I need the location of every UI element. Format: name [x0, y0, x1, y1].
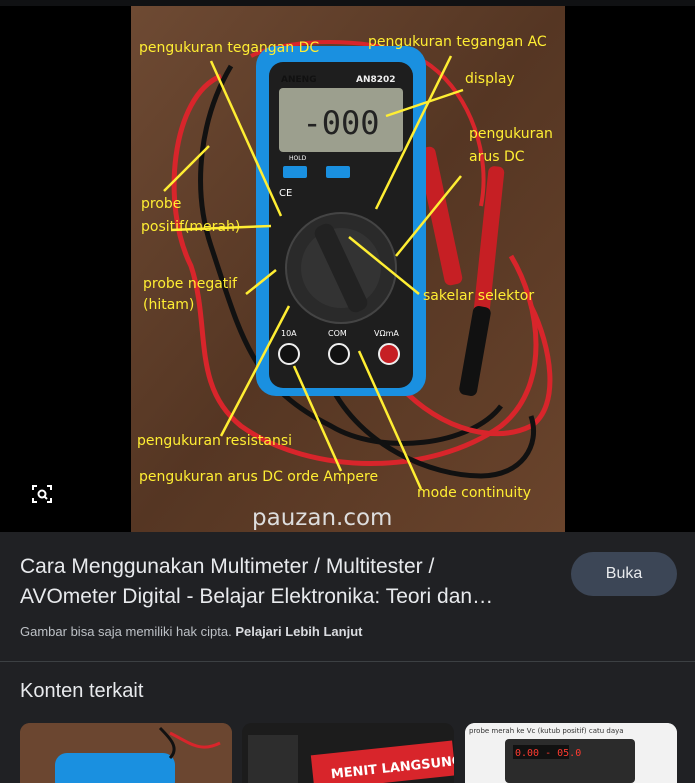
port-vma: VΩmA [374, 329, 399, 338]
multimeter-illustration: -000 ANENG AN8202 HOLD CE 10A COM VΩmA [131, 6, 565, 532]
label-probe-positive-2: positif(merah) [141, 219, 240, 235]
related-thumbnail-2[interactable]: MENIT LANGSUNG [242, 723, 454, 783]
hold-label: HOLD [289, 155, 307, 162]
label-probe-negative-2: (hitam) [143, 297, 194, 313]
label-dc-ampere: pengukuran arus DC orde Ampere [139, 469, 378, 485]
top-strip [0, 0, 695, 6]
copyright-text: Gambar bisa saja memiliki hak cipta. [20, 624, 232, 639]
port-10a: 10A [281, 329, 297, 338]
result-title-line-2[interactable]: AVOmeter Digital - Belajar Elektronika: … [20, 585, 494, 608]
label-probe-negative-1: probe negatif [143, 276, 238, 292]
label-dc-current-2: arus DC [469, 149, 525, 165]
label-probe-positive-1: probe [141, 196, 181, 212]
learn-more-link[interactable]: Pelajari Lebih Lanjut [235, 624, 363, 639]
related-heading: Konten terkait [20, 680, 144, 702]
multimeter-photo[interactable]: -000 ANENG AN8202 HOLD CE 10A COM VΩmA [131, 6, 565, 532]
image-viewer: -000 ANENG AN8202 HOLD CE 10A COM VΩmA [0, 6, 695, 532]
ce-mark: CE [279, 188, 292, 199]
result-title[interactable]: Cara Menggunakan Multimeter / Multiteste… [20, 552, 540, 612]
thumbnail-3-readout: 0.00 - 05.0 [515, 748, 581, 759]
label-resistance: pengukuran resistansi [137, 433, 292, 449]
watermark: pauzan.com [252, 505, 392, 531]
brand-label: ANENG [281, 75, 317, 85]
label-dc-voltage: pengukuran tegangan DC [139, 40, 319, 56]
label-selector: sakelar selektor [423, 288, 534, 304]
result-title-line-1[interactable]: Cara Menggunakan Multimeter / Multiteste… [20, 555, 435, 578]
thumbnail-3-caption: probe merah ke Vc (kutub positif) catu d… [469, 727, 624, 735]
open-button[interactable]: Buka [571, 552, 677, 596]
lens-icon [32, 485, 52, 503]
thumbnail-multimeter-image [20, 723, 232, 783]
thumbnail-power-supply-image: probe merah ke Vc (kutub positif) catu d… [465, 723, 677, 783]
label-display: display [465, 71, 515, 87]
lcd-readout: -000 [302, 104, 379, 142]
model-label: AN8202 [356, 75, 396, 85]
port-com: COM [328, 329, 347, 338]
label-continuity: mode continuity [417, 485, 531, 501]
related-thumbnail-3[interactable]: probe merah ke Vc (kutub positif) catu d… [465, 723, 677, 783]
related-content-section: Konten terkait MENIT LANGSUNG probe mera… [0, 662, 695, 783]
thumbnail-video-image: MENIT LANGSUNG [242, 723, 454, 783]
copyright-notice: Gambar bisa saja memiliki hak cipta. Pel… [20, 624, 362, 639]
section-divider [0, 661, 695, 662]
result-info-panel: Cara Menggunakan Multimeter / Multiteste… [0, 532, 695, 662]
related-thumbnail-1[interactable] [20, 723, 232, 783]
label-dc-current-1: pengukuran [469, 126, 553, 142]
label-ac-voltage: pengukuran tegangan AC [368, 34, 547, 50]
lens-search-button[interactable] [22, 474, 62, 514]
